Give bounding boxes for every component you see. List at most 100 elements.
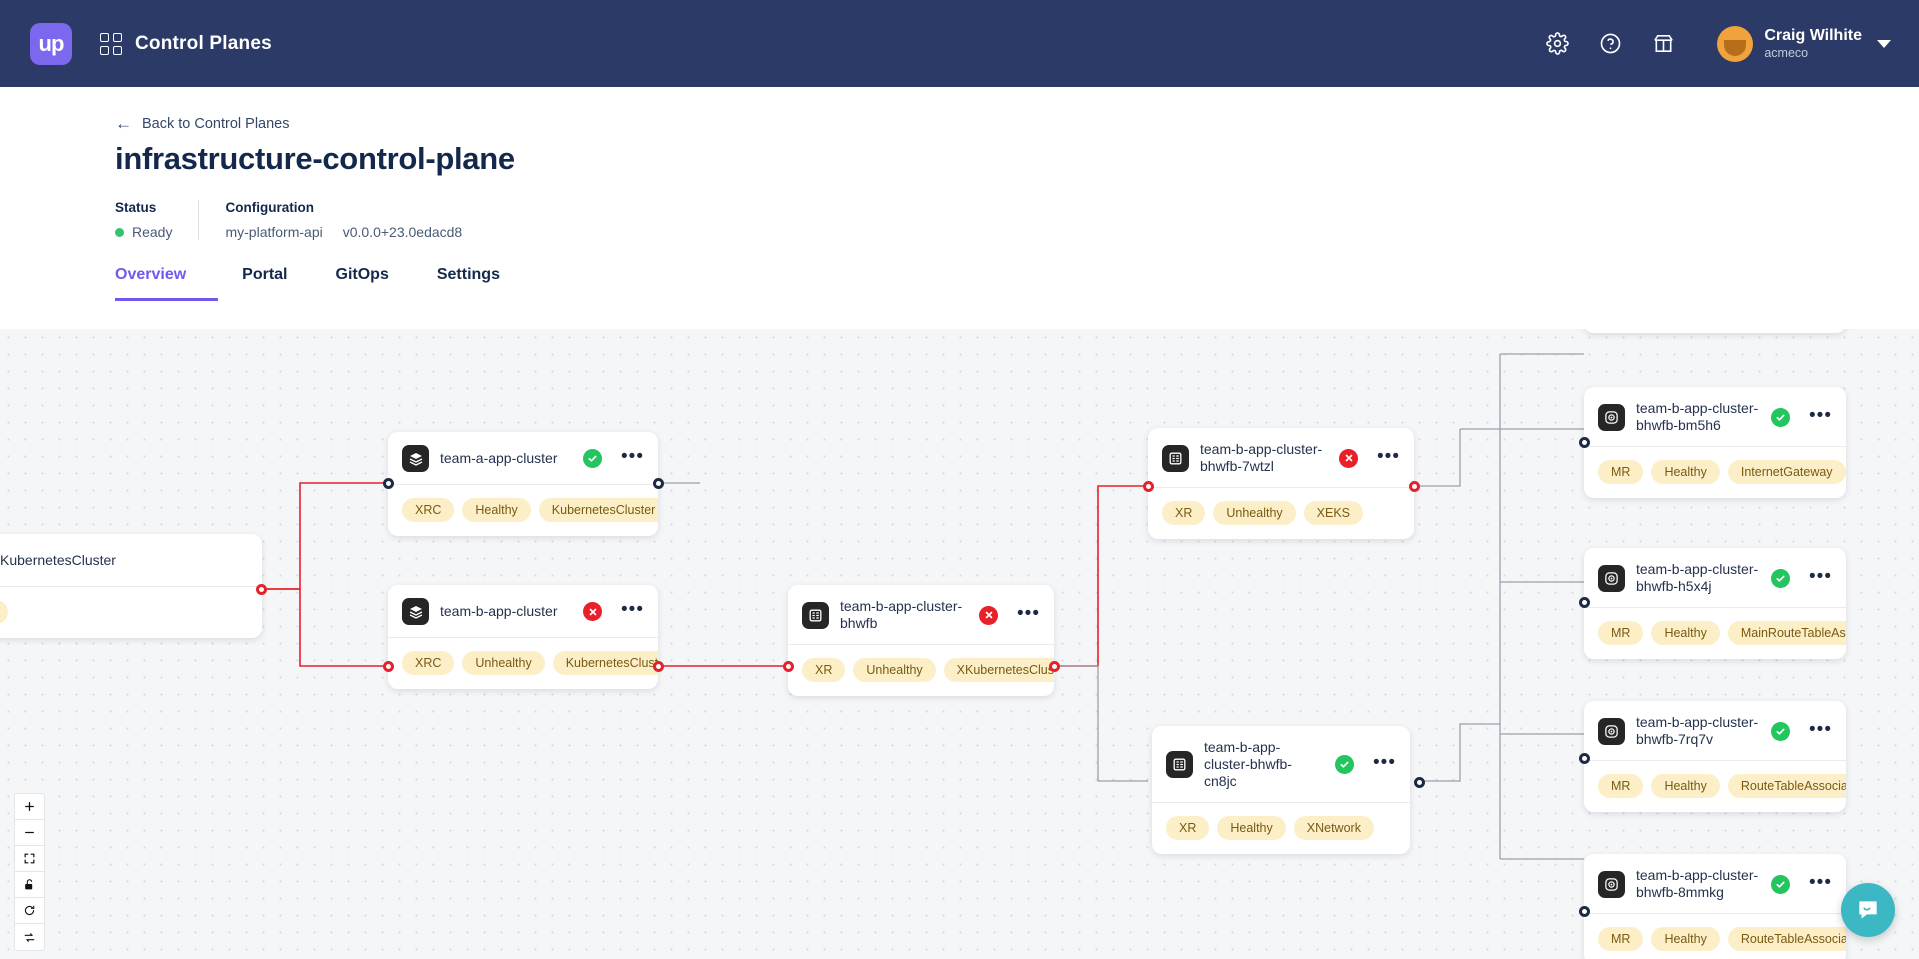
- node-tag: XRC: [402, 498, 455, 522]
- graph-node-kubernetescluster[interactable]: K KubernetesCluster API: [0, 534, 262, 638]
- layers-icon: [402, 598, 429, 625]
- graph-node-team-b-app-cluster[interactable]: team-b-app-cluster ••• XRC Unhealthy Kub…: [388, 585, 658, 689]
- status-dot-icon: [115, 227, 124, 237]
- graph-node-team-b-app-cluster-bhwfb-bm5h6[interactable]: team-b-app-cluster-bhwfb-bm5h6 ••• MR He…: [1584, 387, 1846, 499]
- grid-icon: [100, 32, 122, 55]
- user-menu[interactable]: Craig Wilhite acmeco: [1717, 25, 1891, 62]
- sync-icon[interactable]: [15, 924, 44, 950]
- node-header: team-b-app-cluster-bhwfb-bm5h6 •••: [1584, 387, 1846, 446]
- graph-edges: [262, 353, 1584, 860]
- status-block: Status Ready: [115, 200, 198, 240]
- tab-overview[interactable]: Overview: [115, 266, 219, 301]
- help-icon[interactable]: [1597, 31, 1623, 57]
- graph-node-partial-top[interactable]: [1584, 329, 1846, 333]
- node-menu-button[interactable]: •••: [1017, 602, 1040, 624]
- node-menu-button[interactable]: •••: [1809, 871, 1832, 893]
- node-name: team-b-app-cluster-bhwfb-7wtzl: [1200, 441, 1323, 475]
- configuration-name: my-platform-api: [225, 224, 323, 240]
- status-healthy-icon: [1335, 755, 1355, 775]
- graph-node-team-b-app-cluster-bhwfb-7rq7v[interactable]: team-b-app-cluster-bhwfb-7rq7v ••• MR He…: [1584, 701, 1846, 813]
- nav-right-group: Craig Wilhite acmeco: [1544, 25, 1891, 62]
- chevron-down-icon[interactable]: [1877, 39, 1891, 48]
- node-tag: MR: [1598, 774, 1644, 799]
- node-menu-button[interactable]: •••: [1809, 565, 1832, 587]
- node-header: team-b-app-cluster-bhwfb-h5x4j •••: [1584, 548, 1846, 607]
- resource-icon: [1166, 751, 1193, 779]
- node-header: team-b-app-cluster-bhwfb-cn8jc •••: [1152, 726, 1410, 802]
- upbound-logo[interactable]: up: [30, 22, 72, 65]
- tab-portal[interactable]: Portal: [242, 266, 288, 283]
- node-tag: Healthy: [1651, 621, 1720, 646]
- graph-node-team-b-app-cluster-bhwfb[interactable]: team-b-app-cluster-bhwfb ••• XR Unhealth…: [788, 585, 1054, 697]
- node-tag: MR: [1598, 460, 1644, 485]
- node-port-input[interactable]: [1579, 753, 1590, 764]
- node-menu-button[interactable]: •••: [621, 446, 644, 467]
- node-tag: Unhealthy: [462, 651, 545, 675]
- node-header: team-b-app-cluster-bhwfb-7rq7v •••: [1584, 701, 1846, 760]
- tab-settings[interactable]: Settings: [436, 266, 500, 283]
- node-port-input[interactable]: [783, 661, 794, 672]
- node-tag: Healthy: [462, 498, 531, 522]
- graph-node-team-b-app-cluster-bhwfb-h5x4j[interactable]: team-b-app-cluster-bhwfb-h5x4j ••• MR He…: [1584, 548, 1846, 660]
- node-name: KubernetesCluster: [0, 551, 116, 568]
- node-tag: MR: [1598, 621, 1644, 646]
- node-header: [1584, 329, 1846, 333]
- node-port-output[interactable]: [256, 584, 267, 595]
- node-divider: [1584, 446, 1846, 448]
- node-port-input[interactable]: [1579, 906, 1590, 917]
- graph-node-team-b-app-cluster-bhwfb-7wtzl[interactable]: team-b-app-cluster-bhwfb-7wtzl ••• XR Un…: [1148, 428, 1414, 540]
- node-name: team-b-app-cluster-bhwfb: [840, 598, 963, 632]
- node-menu-button[interactable]: •••: [1377, 445, 1400, 467]
- managed-resource-icon: [1598, 717, 1625, 745]
- node-port-input[interactable]: [383, 478, 394, 489]
- status-healthy-icon: [1771, 407, 1791, 427]
- node-port-input[interactable]: [1579, 597, 1590, 608]
- node-port-output[interactable]: [1049, 661, 1060, 672]
- node-tag: API: [0, 600, 9, 624]
- user-name: Craig Wilhite: [1764, 27, 1862, 45]
- configuration-label: Configuration: [225, 200, 314, 215]
- zoom-out-icon[interactable]: [15, 820, 44, 846]
- node-tags: MR Healthy MainRouteTableAssociation: [1584, 608, 1846, 659]
- back-to-control-planes-link[interactable]: ← Back to Control Planes: [115, 115, 290, 132]
- fit-view-icon[interactable]: [15, 846, 44, 872]
- zoom-in-icon[interactable]: [15, 794, 44, 820]
- node-port-output[interactable]: [1409, 481, 1420, 492]
- graph-node-team-a-app-cluster[interactable]: team-a-app-cluster ••• XRC Healthy Kuber…: [388, 432, 658, 536]
- node-tag: XR: [1162, 501, 1206, 526]
- node-port-output[interactable]: [653, 661, 664, 672]
- node-menu-button[interactable]: •••: [621, 599, 644, 620]
- node-header: team-b-app-cluster •••: [388, 585, 658, 637]
- node-port-input[interactable]: [383, 661, 394, 672]
- node-tags: XRC Unhealthy KubernetesCluster: [388, 638, 658, 689]
- node-tag: Healthy: [1217, 816, 1286, 841]
- graph-node-team-b-app-cluster-bhwfb-cn8jc[interactable]: team-b-app-cluster-bhwfb-cn8jc ••• XR He…: [1152, 726, 1410, 855]
- node-port-input[interactable]: [1579, 437, 1590, 448]
- settings-icon[interactable]: [1544, 31, 1570, 57]
- chat-widget-button[interactable]: [1841, 883, 1895, 937]
- tab-gitops[interactable]: GitOps: [335, 266, 389, 283]
- node-tag: XEKS: [1303, 501, 1364, 526]
- node-port-output[interactable]: [653, 478, 664, 489]
- node-tag: KubernetesCluster: [538, 498, 658, 522]
- node-port-input[interactable]: [1143, 481, 1154, 492]
- resource-graph-canvas[interactable]: K KubernetesCluster API team-a-app-clust…: [0, 329, 1919, 959]
- node-name: team-b-app-cluster-bhwfb-h5x4j: [1636, 561, 1759, 595]
- node-menu-button[interactable]: •••: [1809, 404, 1832, 426]
- node-menu-button[interactable]: •••: [1809, 718, 1832, 740]
- node-tag: RouteTableAssociation: [1727, 927, 1846, 952]
- control-planes-nav-item[interactable]: Control Planes: [100, 32, 272, 55]
- graph-node-team-b-app-cluster-bhwfb-8mmkg[interactable]: team-b-app-cluster-bhwfb-8mmkg ••• MR He…: [1584, 854, 1846, 959]
- node-divider: [788, 644, 1054, 646]
- page-title: infrastructure-control-plane: [115, 141, 515, 176]
- chat-bubble-icon: [1859, 901, 1877, 919]
- node-menu-button[interactable]: •••: [1373, 752, 1396, 774]
- status-value: Ready: [115, 224, 172, 240]
- node-tag: Healthy: [1651, 927, 1720, 952]
- node-port-output[interactable]: [1414, 777, 1425, 788]
- node-name: team-a-app-cluster: [440, 449, 558, 466]
- node-tag: MainRouteTableAssociation: [1727, 621, 1846, 646]
- lock-icon[interactable]: [15, 872, 44, 898]
- refresh-icon[interactable]: [15, 898, 44, 924]
- marketplace-icon[interactable]: [1650, 31, 1676, 57]
